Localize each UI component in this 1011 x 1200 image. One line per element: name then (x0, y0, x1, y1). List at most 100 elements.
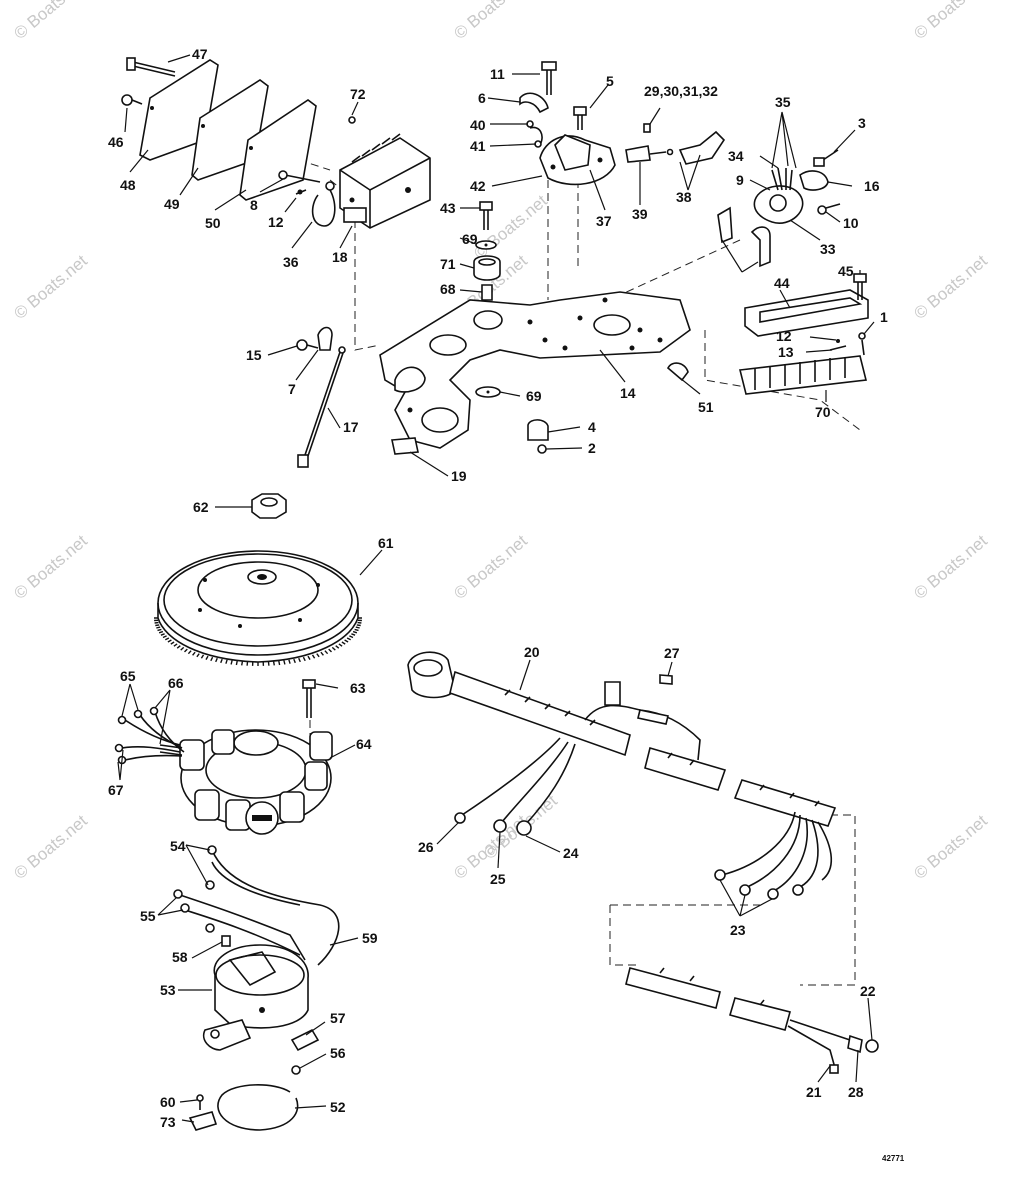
watermark: © Boats.net (450, 531, 531, 603)
flywheel-61 (154, 550, 362, 666)
part-label: 4 (588, 419, 596, 435)
clip-56-57 (290, 1028, 320, 1075)
part-label: 12 (268, 214, 284, 230)
part-label: 39 (632, 206, 648, 222)
flywheel-nut-62 (251, 493, 287, 519)
part-label: 38 (676, 189, 692, 205)
watermark: © Boats.net (910, 811, 991, 883)
stator-64 (159, 729, 333, 835)
timer-base-53 (173, 845, 340, 1051)
harness-leads-23 (714, 811, 833, 900)
part-label: 16 (864, 178, 880, 194)
part-label: 64 (356, 736, 372, 752)
screws-46-47 (121, 57, 176, 106)
part-label: 13 (778, 344, 794, 360)
part-label: 17 (343, 419, 359, 435)
part-label: 8 (250, 197, 258, 213)
part-label: 12 (776, 328, 792, 344)
part-label: 62 (193, 499, 209, 515)
part-label: 40 (470, 117, 486, 133)
part-label: 34 (728, 148, 744, 164)
part-label: 42 (470, 178, 486, 194)
part-label: 6 (478, 90, 486, 106)
part-label: 22 (860, 983, 876, 999)
terminal-block-44 (739, 273, 869, 395)
part-label: 37 (596, 213, 612, 229)
part-label: 46 (108, 134, 124, 150)
part-label: 36 (283, 254, 299, 270)
part-label: 21 (806, 1084, 822, 1100)
part-label: 7 (288, 381, 296, 397)
part-label: 23 (730, 922, 746, 938)
watermark: © Boats.net (10, 0, 91, 43)
part-label: 44 (774, 275, 790, 291)
retaining-ring-52 (217, 1084, 299, 1131)
part-label: 1 (880, 309, 888, 325)
ground-wire-17 (296, 326, 346, 468)
part-label: 14 (620, 385, 636, 401)
watermark: © Boats.net (910, 251, 991, 323)
part-label: 9 (736, 172, 744, 188)
part-label: 19 (451, 468, 467, 484)
part-label: 65 (120, 668, 136, 684)
part-label: 68 (440, 281, 456, 297)
part-label: 5 (606, 73, 614, 89)
part-label: 45 (838, 263, 854, 279)
part-label: 29,30,31,32 (644, 83, 718, 99)
watermark: © Boats.net (10, 531, 91, 603)
armature-plate-14 (379, 291, 691, 449)
clamps-6 (717, 206, 771, 268)
lower-harness-21-22-28 (625, 967, 879, 1074)
part-label: 35 (775, 94, 791, 110)
part-label: 71 (440, 256, 456, 272)
part-label: 24 (563, 845, 579, 861)
spark-plug-lead (625, 123, 726, 165)
leader-lines (117, 54, 875, 1123)
part-label: 26 (418, 839, 434, 855)
part-label: 70 (815, 404, 831, 420)
power-pack-18 (339, 116, 431, 229)
part-labels: 1 2 3 4 5 6 7 8 9 10 11 12 12 13 14 15 1… (108, 46, 905, 1163)
part-label: 63 (350, 680, 366, 696)
spacers-43-68-69-71 (473, 201, 501, 398)
stator-leads (114, 706, 185, 765)
part-label: 56 (330, 1045, 346, 1061)
part-label: 48 (120, 177, 136, 193)
part-label: 47 (192, 46, 208, 62)
part-label: 73 (160, 1114, 176, 1130)
part-label: 27 (664, 645, 680, 661)
plate-clips (391, 362, 689, 455)
drawing-code: 42771 (882, 1154, 905, 1163)
part-label: 18 (332, 249, 348, 265)
part-label: 25 (490, 871, 506, 887)
watermark: © Boats.net (10, 251, 91, 323)
part-label: 54 (170, 838, 186, 854)
part-label: 59 (362, 930, 378, 946)
part-label: 43 (440, 200, 456, 216)
part-label: 67 (108, 782, 124, 798)
part-label: 61 (378, 535, 394, 551)
part-label: 53 (160, 982, 176, 998)
watermark: © Boats.net (450, 0, 531, 43)
part-label: 20 (524, 644, 540, 660)
part-label: 51 (698, 399, 714, 415)
part-label: 69 (526, 388, 542, 404)
part-label: 3 (858, 115, 866, 131)
screw-60-clip-73 (188, 1094, 218, 1131)
watermark: © Boats.net (910, 0, 991, 43)
part-label: 72 (350, 86, 366, 102)
part-label: 49 (164, 196, 180, 212)
screw-63 (302, 679, 316, 718)
cover-plates (139, 59, 317, 201)
part-label: 41 (470, 138, 486, 154)
watermark: © Boats.net (910, 531, 991, 603)
part-label: 10 (843, 215, 859, 231)
part-label: 69 (462, 231, 478, 247)
part-label: 11 (490, 66, 505, 82)
part-label: 33 (820, 241, 836, 257)
part-label: 66 (168, 675, 184, 691)
part-label: 58 (172, 949, 188, 965)
part-label: 57 (330, 1010, 346, 1026)
part-label: 55 (140, 908, 156, 924)
